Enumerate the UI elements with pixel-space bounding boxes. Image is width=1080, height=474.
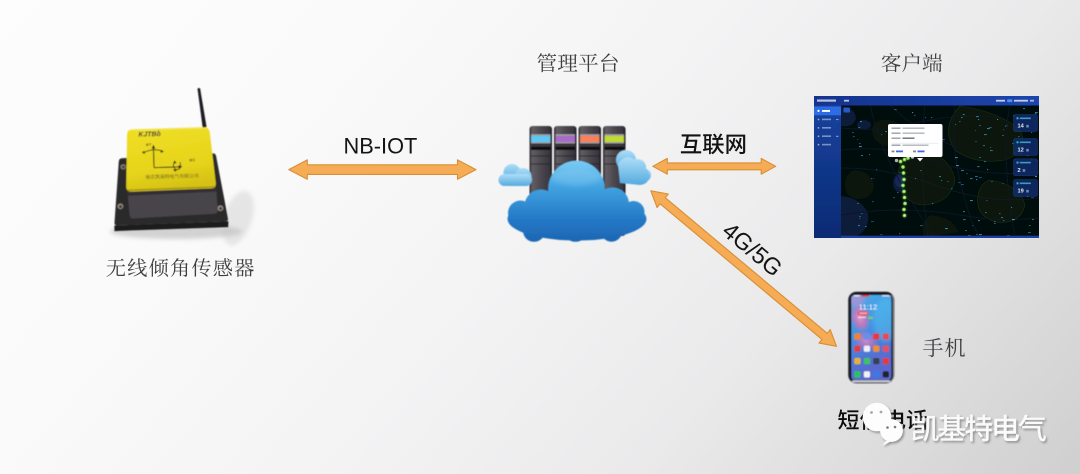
svg-text:12: 12 xyxy=(1018,148,1024,154)
svg-text:2: 2 xyxy=(1018,168,1021,174)
svg-text:KJTBo: KJTBo xyxy=(138,131,161,139)
svg-text:⊕X: ⊕X xyxy=(189,157,195,162)
svg-text:19: 19 xyxy=(1018,189,1024,195)
svg-text:NB-IOT: NB-IOT xyxy=(344,134,418,159)
svg-text:⊕Y: ⊕Y xyxy=(145,142,151,147)
svg-text:®: ® xyxy=(157,130,160,134)
svg-text:11:12: 11:12 xyxy=(859,303,877,312)
svg-text:14: 14 xyxy=(1018,124,1025,130)
